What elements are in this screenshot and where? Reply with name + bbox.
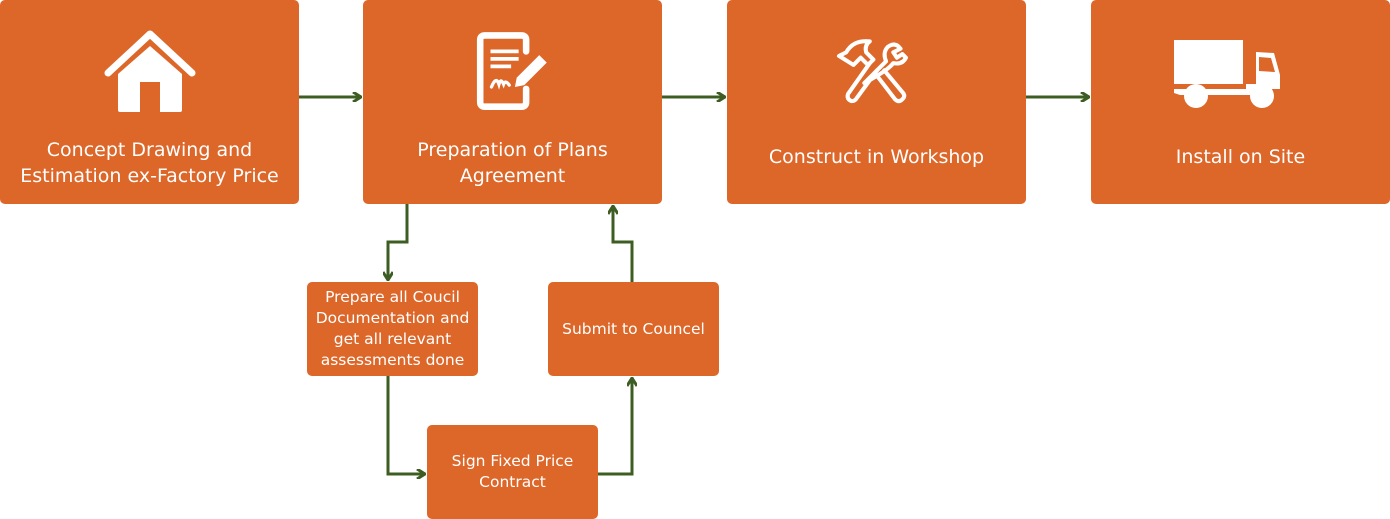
truck-icon: [1173, 40, 1280, 108]
substep-label: Submit to Councel: [562, 319, 705, 338]
arrow-sign-contract-to-submit-council: [598, 378, 632, 476]
step-label: Concept Drawing and Estimation ex-Factor…: [20, 139, 279, 187]
step-concept-drawing: Concept Drawing and Estimation ex-Factor…: [0, 0, 299, 204]
step-label: Preparation of Plans Agreement: [417, 139, 608, 187]
substep-sign-fixed-price-contract: Sign Fixed Price Contract: [427, 425, 598, 519]
house-icon: [104, 30, 195, 112]
arrow-submit-council-to-plans: [613, 206, 634, 282]
substep-submit-to-council: Submit to Councel: [548, 282, 719, 376]
substep-label: Prepare all Coucil Documentation and get…: [315, 288, 470, 369]
signed-document-icon: [476, 32, 547, 110]
arrow-council-docs-to-sign-contract: [386, 376, 425, 474]
step-construct-in-workshop: Construct in Workshop: [727, 0, 1026, 204]
step-preparation-of-plans: Preparation of Plans Agreement: [363, 0, 662, 204]
substep-council-documentation: Prepare all Coucil Documentation and get…: [307, 282, 478, 376]
step-install-on-site: Install on Site: [1091, 0, 1390, 204]
step-label: Construct in Workshop: [768, 146, 985, 168]
step-label: Install on Site: [1175, 146, 1306, 168]
substep-label: Sign Fixed Price Contract: [451, 452, 574, 491]
arrow-plans-to-council-docs: [388, 204, 409, 280]
hammer-wrench-icon: [836, 39, 908, 104]
